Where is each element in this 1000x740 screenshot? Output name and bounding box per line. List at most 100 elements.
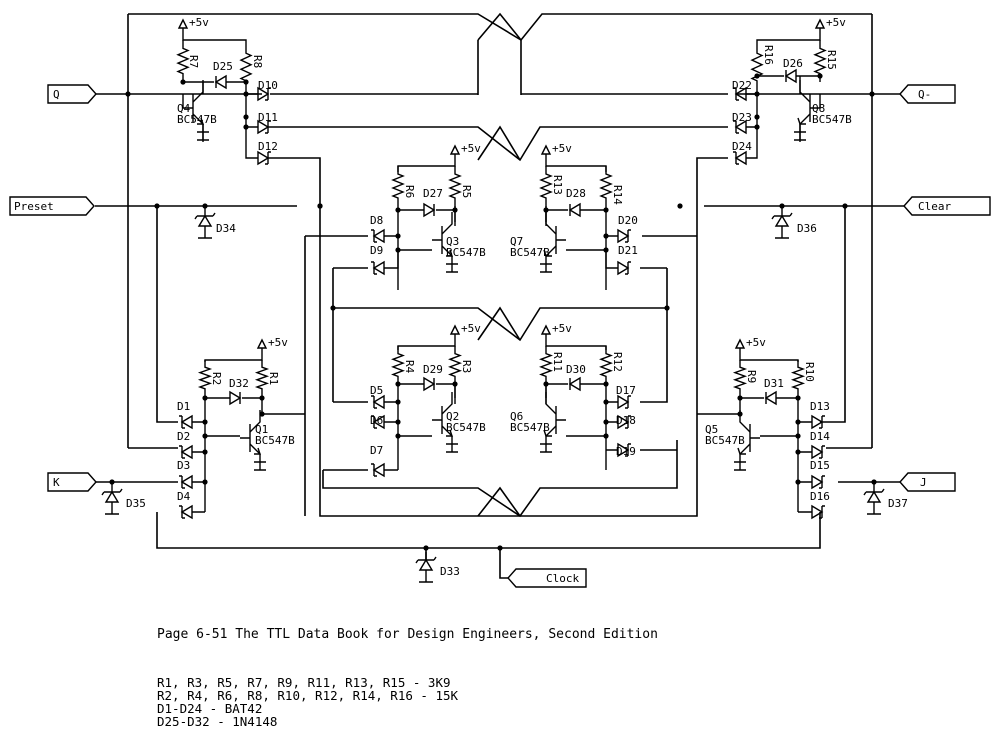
- label-d3: D3: [177, 459, 190, 472]
- label-d27: D27: [423, 187, 443, 200]
- label-d33: D33: [440, 565, 460, 578]
- label-q7: Q7: [510, 235, 523, 248]
- label-q3: Q3: [446, 235, 459, 248]
- junction: [202, 449, 208, 455]
- supply-5v: [540, 324, 552, 340]
- diode-d10: [257, 86, 271, 102]
- junction: [202, 433, 208, 439]
- wire: [545, 206, 618, 269]
- label-d19: D19: [616, 445, 636, 458]
- label-d21: D21: [618, 244, 638, 257]
- diode-d24: [733, 150, 747, 166]
- diode-d23: [733, 119, 747, 135]
- label-r2: R2: [210, 372, 223, 385]
- label-d12: D12: [258, 140, 278, 153]
- note-line-3: D1-D24 - BAT42: [157, 701, 263, 716]
- label-d1: D1: [177, 400, 190, 413]
- diode-d19: [617, 442, 631, 458]
- label-q6: Q6: [510, 410, 523, 423]
- label-d15: D15: [810, 459, 830, 472]
- resistor-r16: [750, 44, 764, 90]
- label-q4: Q4: [177, 102, 191, 115]
- junction: [395, 233, 401, 239]
- resistor-r3: [448, 346, 462, 384]
- ports: [9, 84, 991, 588]
- note-line-1: R1, R3, R5, R7, R9, R11, R13, R15 - 3K9: [157, 675, 451, 690]
- supply-5v: [449, 324, 461, 340]
- label-q1: Q1: [255, 423, 268, 436]
- label-d24: D24: [732, 140, 752, 153]
- diode-d7: [371, 462, 385, 478]
- junction: [817, 73, 823, 79]
- diode-d16: [811, 504, 825, 520]
- port-k: [47, 472, 97, 492]
- label-d18: D18: [616, 414, 636, 427]
- port-j-label: J: [920, 476, 927, 489]
- resistor-r1: [254, 360, 270, 396]
- label-q5-type: BC547B: [705, 434, 745, 447]
- junction: [603, 419, 609, 425]
- junction: [737, 395, 743, 401]
- junction: [754, 73, 760, 79]
- junction: [243, 91, 249, 97]
- junction: [154, 203, 160, 209]
- junction: [259, 411, 265, 417]
- resistor-r13: [539, 166, 553, 206]
- wire: [397, 160, 456, 290]
- note-line-2: R2, R4, R6, R8, R10, R12, R14, R16 - 15K: [157, 688, 459, 703]
- label-q8-type: BC547B: [812, 113, 852, 126]
- junction: [603, 433, 609, 439]
- label-d34: D34: [216, 222, 236, 235]
- junction: [180, 79, 186, 85]
- supply-label: +5v: [268, 336, 288, 349]
- port-j: [899, 472, 956, 492]
- transistor-q3: [432, 212, 458, 273]
- wire: [384, 206, 456, 269]
- label-r7: R7: [187, 55, 200, 68]
- diode-d12: [257, 150, 271, 166]
- junction: [497, 545, 503, 551]
- resistor-r5: [448, 166, 462, 206]
- diode-d8: [371, 228, 385, 244]
- wire: [192, 413, 305, 513]
- diode-d30: [568, 376, 581, 392]
- diode-d29: [423, 376, 436, 392]
- supply-5v: [814, 18, 826, 34]
- supply-5v: [177, 18, 189, 34]
- label-d20: D20: [618, 214, 638, 227]
- label-q1-type: BC547B: [255, 434, 295, 447]
- supply-label: +5v: [461, 322, 481, 335]
- label-d22: D22: [732, 79, 752, 92]
- wire: [545, 384, 618, 451]
- label-r14: R14: [611, 185, 624, 205]
- diode-d31: [764, 390, 777, 406]
- label-d5: D5: [370, 384, 383, 397]
- junction: [795, 433, 801, 439]
- diode-d17: [617, 394, 631, 410]
- junction: [754, 124, 760, 130]
- wire: [697, 413, 812, 513]
- diode-d1: [179, 414, 193, 430]
- junction: [869, 91, 875, 97]
- junction: [202, 203, 208, 209]
- junction: [543, 207, 549, 213]
- junction: [795, 395, 801, 401]
- port-qbar-label: Q-: [918, 88, 931, 101]
- supply-label: +5v: [189, 16, 209, 29]
- diode-d27: [423, 202, 436, 218]
- label-q3-type: BC547B: [446, 246, 486, 259]
- junction: [317, 203, 323, 209]
- supply-5v: [256, 338, 268, 354]
- junction: [259, 395, 265, 401]
- junction: [202, 395, 208, 401]
- diode-d15: [811, 474, 825, 490]
- transistor-q2: [432, 392, 458, 453]
- diode-d3: [179, 474, 193, 490]
- port-q: [47, 84, 97, 104]
- label-d14: D14: [810, 430, 830, 443]
- port-qbar: [899, 84, 956, 104]
- supply-label: +5v: [552, 142, 572, 155]
- label-q8: Q8: [812, 102, 825, 115]
